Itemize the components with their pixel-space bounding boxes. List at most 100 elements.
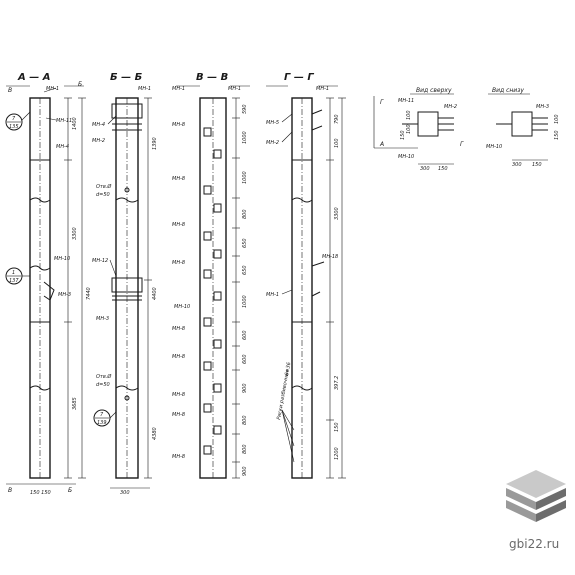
label-bb-3: МН-2 (92, 138, 105, 144)
top-dim-2: 150 (438, 166, 448, 172)
label-gg-2: МН-5 (266, 120, 279, 126)
label-gg-3: МН-2 (266, 140, 279, 146)
label-bb-8: Отв.Ø (96, 373, 112, 380)
embedded-plate (213, 425, 222, 435)
dim-vv: 600 (242, 330, 248, 340)
embedded-plate (213, 203, 222, 213)
label-vv-1: МН-1 (172, 86, 185, 92)
embedded-plate (203, 269, 212, 279)
dim-vv: 800 (242, 209, 248, 219)
label-vv-2: МН-1 (228, 86, 241, 92)
label-bb-5: d=50 (96, 192, 110, 198)
svg-text:139: 139 (97, 420, 107, 426)
label-gg-4: МН-18 (322, 254, 338, 260)
dim-vv: 1000 (242, 295, 248, 308)
top-label-3: МН-10 (398, 154, 414, 160)
label-bb-2: МН-4 (92, 122, 105, 128)
top-label-4: А (379, 141, 384, 148)
embedded-plate (213, 339, 222, 349)
view-b-b: Б — Б 1390 4400 4380 МН-1 МН-4 МН-2 Отв.… (92, 72, 158, 496)
label-bb-9: d=50 (96, 382, 110, 388)
bottom-dim-4: 150 (554, 130, 560, 140)
dim-gg-5: 150 (334, 422, 340, 432)
dim-vv: 800 (242, 415, 248, 425)
embedded-plate (203, 403, 212, 413)
label-gg-1: МН-1 (316, 86, 329, 92)
top-view-title: Вид сверху (416, 87, 452, 94)
view-a-a: А — А В Б 1400 3300 7440 3685 МН-1 МН-11… (5, 72, 92, 496)
top-dim-1: 300 (420, 166, 430, 172)
view-a-a-bottom-dim: 150 150 (30, 490, 51, 496)
label-vv-7: МН-10 (174, 304, 190, 310)
bottom-view: Вид снизу МН-3 МН-10 300 150 100 150 (486, 87, 560, 168)
top-dim-5: 150 (400, 130, 406, 140)
svg-text:1: 1 (12, 270, 15, 276)
label-vv-9: МН-8 (172, 354, 185, 360)
dim-bb-2: 4400 (152, 287, 158, 300)
dim-vv: 590 (242, 104, 248, 114)
logo-icon (506, 470, 566, 522)
embedded-plate (203, 231, 212, 241)
top-view-mark: Г (380, 99, 384, 106)
top-dim-3: 100 (406, 124, 412, 134)
label-vv-10: МН-8 (172, 392, 185, 398)
view-g-g-title: Г — Г (284, 72, 314, 83)
embedded-plate (213, 149, 222, 159)
label-gg-5: МН-1 (266, 292, 279, 298)
bottom-label-2: МН-10 (486, 144, 502, 150)
embedded-plate (213, 383, 222, 393)
dim-aa-2: 3300 (72, 227, 78, 240)
view-a-a-bottom-right: Б (68, 487, 72, 494)
dim-gg-2: 100 (334, 138, 340, 148)
embedded-plate (203, 445, 212, 455)
dim-gg-3: 3300 (334, 207, 340, 220)
dim-gg-4: 397.2 (334, 376, 340, 390)
label-aa-4: МН-10 (54, 256, 70, 262)
view-a-a-title: А — А (17, 72, 50, 83)
embedded-plate (203, 185, 212, 195)
note-gg-2: 6=36 (284, 362, 292, 377)
svg-text:7: 7 (12, 116, 16, 122)
label-bb-6: МН-12 (92, 258, 108, 264)
top-label-5: Г (460, 141, 464, 148)
label-aa-3: МН-4 (56, 144, 69, 150)
dim-bb-1: 1390 (152, 137, 158, 150)
dim-vv: 900 (242, 466, 248, 476)
label-vv-5: МН-8 (172, 222, 185, 228)
label-vv-11: МН-8 (172, 412, 185, 418)
dim-aa-1: 1400 (72, 117, 78, 130)
label-bb-7: МН-3 (96, 316, 109, 322)
view-v-v: В — В 5901000100080065065010006006009008… (172, 72, 250, 479)
label-bb-4: Отв.Ø (96, 183, 112, 190)
dim-vv: 600 (242, 354, 248, 364)
view-b-b-bottom-dim: 300 (120, 490, 130, 496)
label-aa-2: МН-11 (56, 118, 72, 124)
callout-aa-1 (5, 113, 23, 131)
watermark-text: gbi22.ru (509, 537, 560, 551)
bottom-dim-2: 150 (532, 162, 542, 168)
top-label-1: МН-11 (398, 98, 414, 104)
bottom-label-1: МН-3 (536, 104, 549, 110)
dim-bb-3: 4380 (152, 427, 158, 440)
label-aa-5: МН-3 (58, 292, 71, 298)
label-vv-6: МН-8 (172, 260, 185, 266)
dim-vv: 900 (242, 383, 248, 393)
dim-aa-4: 3685 (72, 397, 78, 410)
view-a-a-bottom-left: В (8, 487, 12, 494)
svg-text:7: 7 (100, 412, 104, 418)
dim-gg-6: 1200 (334, 447, 340, 460)
embedded-plate (203, 317, 212, 327)
view-g-g: Г — Г 790 100 3300 397.2 150 1200 МН-1 М… (266, 72, 346, 479)
dim-vv: 650 (242, 265, 248, 275)
label-vv-12: МН-8 (172, 454, 185, 460)
dim-aa-3: 7440 (86, 287, 92, 300)
label-vv-4: МН-8 (172, 176, 185, 182)
embedded-plate (213, 291, 222, 301)
dim-vv: 800 (242, 444, 248, 454)
label-bb-1: МН-1 (138, 86, 151, 92)
embedded-plate (203, 127, 212, 137)
dim-gg-1: 790 (334, 114, 340, 124)
dim-vv: 1000 (242, 171, 248, 184)
view-b-b-title: Б — Б (110, 72, 143, 83)
